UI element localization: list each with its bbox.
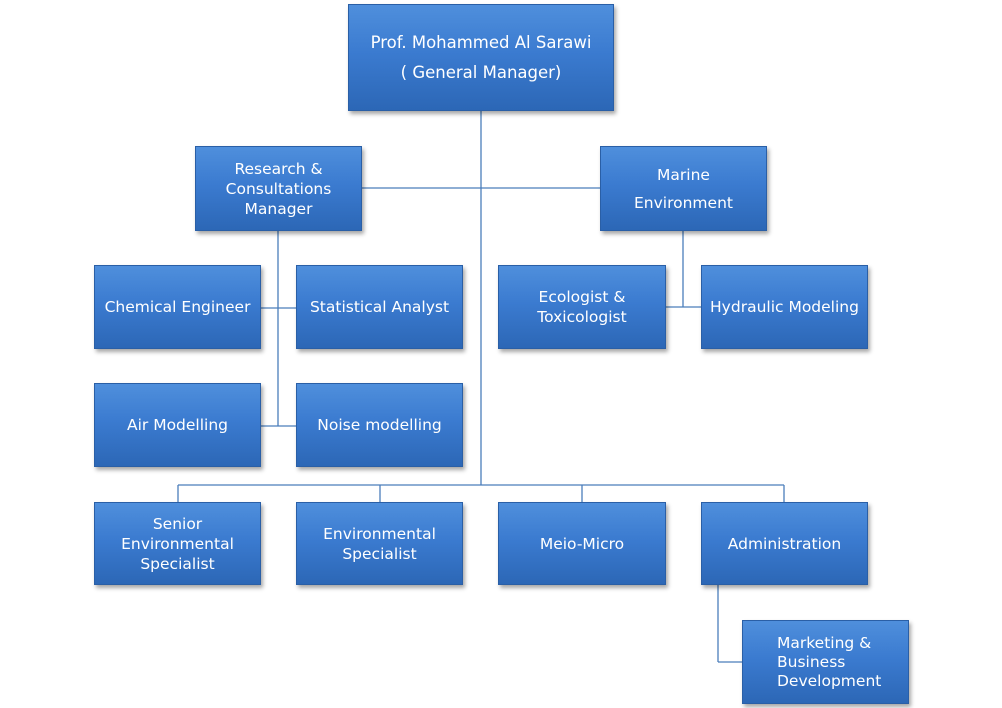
research-line-1: Research & xyxy=(234,159,323,178)
env-specialist-line-1: Environmental xyxy=(323,524,436,543)
research-line-3: Manager xyxy=(244,199,313,218)
research-manager-box: Research & Consultations Manager xyxy=(195,146,362,231)
research-line-2: Consultations xyxy=(225,179,332,198)
statistical-analyst-label: Statistical Analyst xyxy=(309,298,450,316)
administration-box: Administration xyxy=(701,502,868,585)
senior-line-1: Senior xyxy=(152,514,203,533)
senior-line-3: Specialist xyxy=(140,554,215,573)
statistical-analyst-box: Statistical Analyst xyxy=(296,265,463,349)
marine-environment-box: Marine Environment xyxy=(600,146,767,231)
hydraulic-modeling-box: Hydraulic Modeling xyxy=(701,265,868,349)
chemical-engineer-box: Chemical Engineer xyxy=(94,265,261,349)
ecologist-toxicologist-box: Ecologist & Toxicologist xyxy=(498,265,666,349)
general-manager-name: Prof. Mohammed Al Sarawi xyxy=(370,32,592,52)
ecologist-line-1: Ecologist & xyxy=(538,288,626,306)
senior-line-2: Environmental xyxy=(121,534,234,553)
marketing-line-3: Development xyxy=(777,671,882,690)
ecologist-line-2: Toxicologist xyxy=(537,308,627,326)
senior-environmental-specialist-box: Senior Environmental Specialist xyxy=(94,502,261,585)
noise-modelling-label: Noise modelling xyxy=(317,416,442,434)
marketing-business-development-box: Marketing & Business Development xyxy=(742,620,909,704)
meio-micro-label: Meio-Micro xyxy=(539,534,625,553)
marketing-line-1: Marketing & xyxy=(777,633,872,652)
marine-line-1: Marine xyxy=(657,165,710,184)
air-modelling-label: Air Modelling xyxy=(126,416,229,434)
meio-micro-box: Meio-Micro xyxy=(498,502,666,585)
general-manager-title: ( General Manager) xyxy=(400,62,562,82)
noise-modelling-box: Noise modelling xyxy=(296,383,463,467)
administration-label: Administration xyxy=(727,534,842,553)
marine-line-2: Environment xyxy=(634,193,733,212)
env-specialist-line-2: Specialist xyxy=(342,544,417,563)
hydraulic-modeling-label: Hydraulic Modeling xyxy=(710,298,859,316)
environmental-specialist-box: Environmental Specialist xyxy=(296,502,463,585)
air-modelling-box: Air Modelling xyxy=(94,383,261,467)
general-manager-box: Prof. Mohammed Al Sarawi ( General Manag… xyxy=(348,4,614,111)
chemical-engineer-label: Chemical Engineer xyxy=(104,298,251,316)
marketing-line-2: Business xyxy=(777,652,846,671)
